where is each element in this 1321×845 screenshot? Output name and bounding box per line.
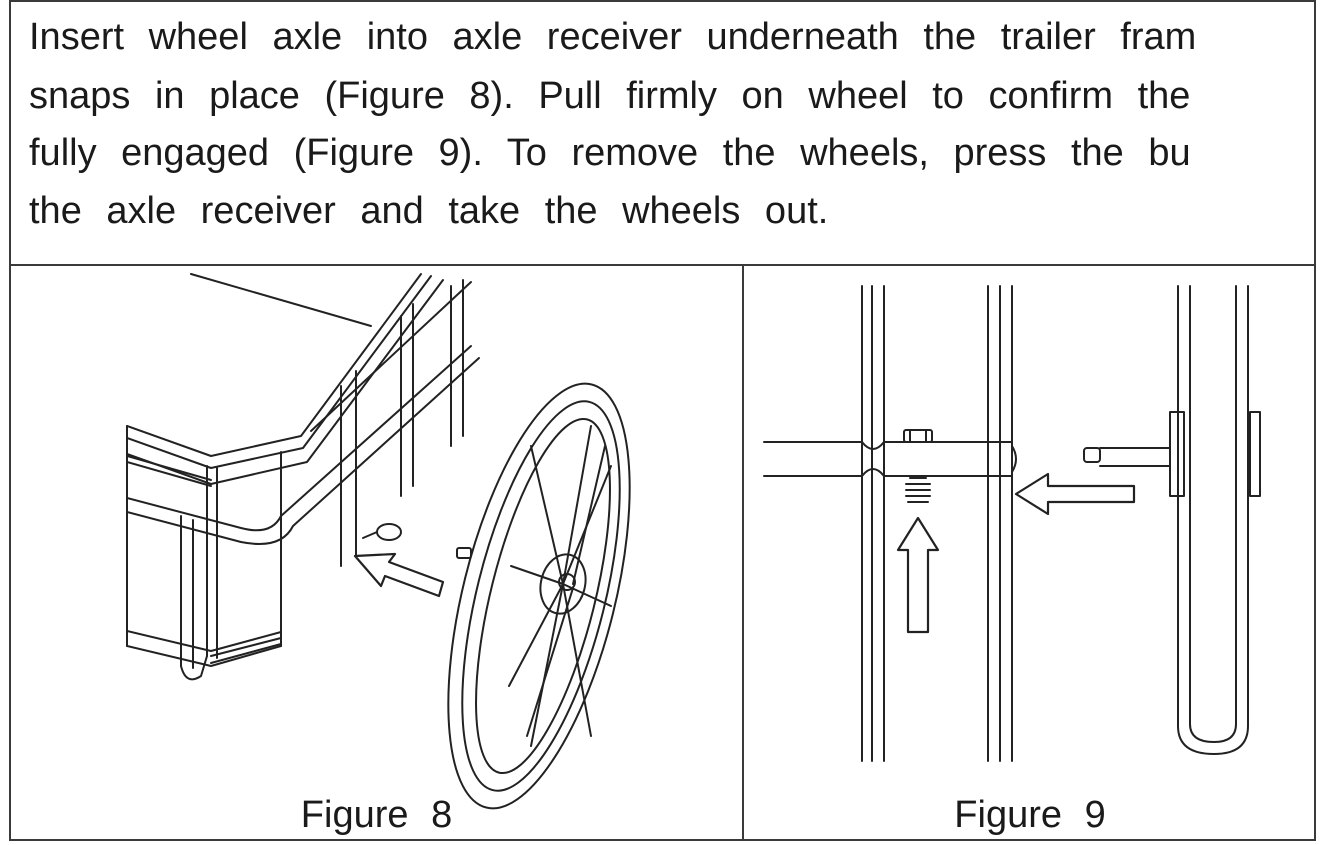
figure-8-caption: Figure 8 [300,794,453,836]
instruction-text-block: Insert wheel axle into axle receiver und… [11,2,1314,266]
figure-9-caption: Figure 9 [954,794,1106,836]
instruction-line: the axle receiver and take the wheels ou… [29,190,829,232]
instruction-line: Insert wheel axle into axle receiver und… [29,16,1197,58]
manual-page: Insert wheel axle into axle receiver und… [9,0,1316,841]
instruction-line: fully engaged (Figure 9). To remove the … [29,132,1191,174]
figure-8-illustration [126,273,631,810]
figure-8-panel: Figure 8 [11,266,744,841]
instruction-line: snaps in place (Figure 8). Pull firmly o… [29,75,1191,117]
figure-9-illustration [763,285,1261,762]
figure-9-panel: Figure 9 [744,266,1316,841]
